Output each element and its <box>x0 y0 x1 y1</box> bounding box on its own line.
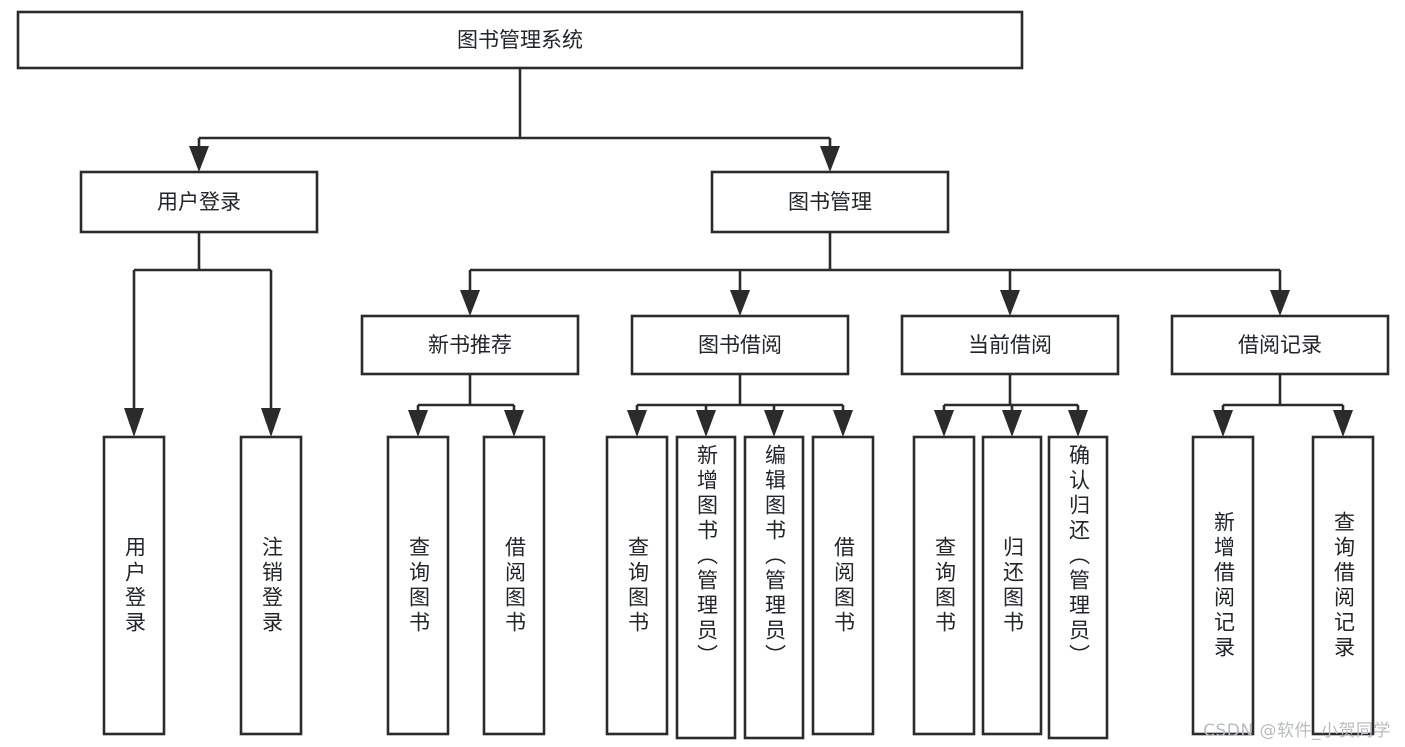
arrow-head-newbook-leaf-1 <box>408 410 428 437</box>
arrow-head-borrowrecord-leaf-2 <box>1333 410 1353 437</box>
arrow-head-currentborrow-leaf-2 <box>1002 410 1022 437</box>
arrow-head-bookborrow-leaf-3 <box>764 410 784 437</box>
node-book-borrow-box[interactable] <box>630 314 850 376</box>
arrow-head-bookborrow-leaf-2 <box>696 410 716 437</box>
arrow-head-newbook-leaf-2 <box>504 410 524 437</box>
leaf-box-query-borrow-record[interactable] <box>1311 435 1375 736</box>
node-book-borrow-label: 图书借阅 <box>698 333 782 357</box>
node-current-borrow[interactable]: 当前借阅 <box>900 314 1120 376</box>
node-current-borrow-label: 当前借阅 <box>968 333 1052 357</box>
leaf-box-borrow-book-rec[interactable] <box>482 435 546 736</box>
node-new-book-recommend-box[interactable] <box>360 314 580 376</box>
connector-layer <box>124 68 1353 437</box>
node-book-management-label: 图书管理 <box>788 190 872 214</box>
arrow-head-to-new-book-rec <box>460 290 480 316</box>
leaf-box-query-book-current[interactable] <box>912 435 976 736</box>
node-current-borrow-box[interactable] <box>900 314 1120 376</box>
arrow-head-bookborrow-leaf-4 <box>833 410 853 437</box>
node-root-box[interactable] <box>16 10 1024 70</box>
arrow-head-to-user-login <box>189 146 209 172</box>
leaf-box-layer <box>102 435 1375 740</box>
node-user-login[interactable]: 用户登录 <box>79 170 319 234</box>
node-book-borrow[interactable]: 图书借阅 <box>630 314 850 376</box>
arrow-head-to-leaf-user-login <box>124 408 144 437</box>
node-user-login-label: 用户登录 <box>157 190 241 214</box>
node-new-book-recommend-label: 新书推荐 <box>428 333 512 357</box>
leaf-box-edit-book-admin[interactable] <box>743 435 805 740</box>
arrow-head-borrowrecord-leaf-1 <box>1213 410 1233 437</box>
node-user-login-box[interactable] <box>79 170 319 234</box>
node-root-system[interactable]: 图书管理系统 <box>16 10 1024 70</box>
node-book-management-box[interactable] <box>710 170 950 234</box>
leaf-box-add-book-admin[interactable] <box>675 435 737 740</box>
leaf-box-user-login[interactable] <box>102 435 166 736</box>
node-new-book-recommend[interactable]: 新书推荐 <box>360 314 580 376</box>
leaf-box-return-book[interactable] <box>981 435 1043 736</box>
leaf-box-query-book-borrow[interactable] <box>605 435 669 736</box>
arrow-head-bookborrow-leaf-1 <box>627 410 647 437</box>
arrow-head-currentborrow-leaf-3 <box>1068 410 1088 437</box>
arrow-head-currentborrow-leaf-1 <box>934 410 954 437</box>
leaf-box-query-book-rec[interactable] <box>386 435 450 736</box>
node-root-label: 图书管理系统 <box>457 28 583 52</box>
arrow-head-to-book-borrow <box>730 290 750 316</box>
node-borrow-record[interactable]: 借阅记录 <box>1170 314 1390 376</box>
leaf-box-confirm-return-admin[interactable] <box>1047 435 1109 740</box>
leaf-box-add-borrow-record[interactable] <box>1191 435 1255 736</box>
arrow-head-to-leaf-logout <box>261 408 281 437</box>
leaf-box-borrow-book[interactable] <box>811 435 875 736</box>
node-borrow-record-box[interactable] <box>1170 314 1390 376</box>
node-book-management[interactable]: 图书管理 <box>710 170 950 234</box>
arrow-head-to-borrow-record <box>1270 290 1290 316</box>
leaf-box-logout[interactable] <box>239 435 303 736</box>
arrow-head-to-current-borrow <box>1000 290 1020 316</box>
node-borrow-record-label: 借阅记录 <box>1238 333 1322 357</box>
arrow-head-to-book-management <box>820 146 840 172</box>
csdn-watermark: CSDN @软件_小贺同学 <box>1203 721 1391 741</box>
